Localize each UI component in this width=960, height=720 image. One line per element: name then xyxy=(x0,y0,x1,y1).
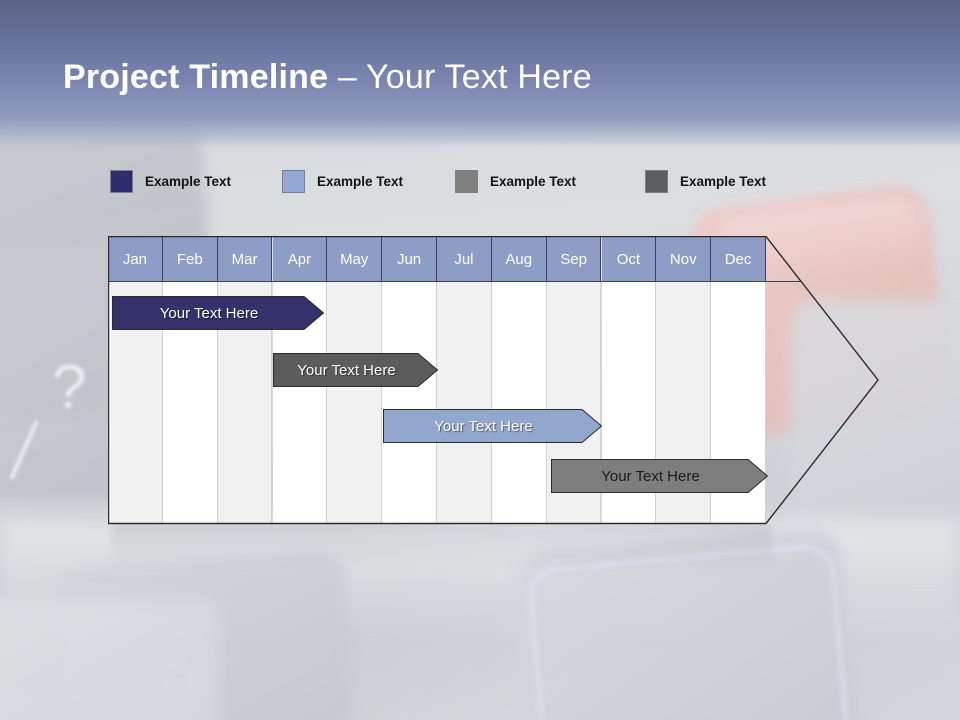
legend-label-4: Example Text xyxy=(680,173,767,189)
header-rule xyxy=(108,281,878,282)
task-bar-1[interactable]: Your Text Here xyxy=(112,296,324,330)
legend-swatch-navy-icon xyxy=(110,169,133,193)
legend: Example Text Example Text Example Text E… xyxy=(110,168,810,194)
chart-drop-shadow xyxy=(112,524,772,570)
task-bar-2[interactable]: Your Text Here xyxy=(273,353,438,387)
column-header-dec: Dec xyxy=(711,236,766,282)
column-header-feb: Feb xyxy=(162,236,218,282)
task-bar-label-4: Your Text Here xyxy=(601,467,700,485)
column-header-label: Sep xyxy=(560,250,587,268)
column-header-mar: Mar xyxy=(217,236,273,282)
legend-label-1: Example Text xyxy=(145,173,232,189)
column-header-jun: Jun xyxy=(382,236,437,282)
column-header-label: Jun xyxy=(396,250,422,268)
page-title-bold: Project Timeline xyxy=(63,58,338,96)
column-header-label: Feb xyxy=(176,250,203,268)
legend-item-2[interactable]: Example Text xyxy=(282,168,403,194)
legend-swatch-light-blue-icon xyxy=(282,169,305,193)
timeline-column-may[interactable]: May xyxy=(327,236,383,524)
column-header-label: Nov xyxy=(669,250,697,268)
timeline-column-jul[interactable]: Jul xyxy=(437,236,492,524)
column-header-aug: Aug xyxy=(491,236,547,282)
timeline-grid: Jan Feb Mar Apr May Jun Jul Aug Sep Oct Nov Dec xyxy=(108,236,878,524)
column-header-jul: Jul xyxy=(437,236,492,282)
legend-item-4[interactable]: Example Text xyxy=(645,168,766,194)
column-body-jun xyxy=(382,282,437,524)
task-bar-shape-3 xyxy=(383,409,602,443)
task-bar-label-3: Your Text Here xyxy=(434,417,533,435)
legend-label-2: Example Text xyxy=(317,173,404,189)
task-bar-3[interactable]: Your Text Here xyxy=(383,409,602,443)
column-body-may xyxy=(327,282,383,524)
timeline-arrow-chart xyxy=(108,236,880,525)
task-bar-shape-1 xyxy=(112,296,324,330)
column-header-jan: Jan xyxy=(108,236,163,282)
task-bar-label-2: Your Text Here xyxy=(297,361,396,379)
column-header-label: May xyxy=(340,250,369,268)
column-header-nov: Nov xyxy=(656,236,712,282)
legend-item-3[interactable]: Example Text xyxy=(455,168,576,194)
task-bar-4[interactable]: Your Text Here xyxy=(551,459,768,493)
page-title-light: – Your Text Here xyxy=(337,58,592,96)
title-band xyxy=(0,0,960,148)
column-header-label: Oct xyxy=(616,250,641,268)
question-mark-glyph: ? xyxy=(52,353,87,422)
task-bar-label-1: Your Text Here xyxy=(159,304,259,322)
column-body-aug xyxy=(491,282,547,524)
column-header-oct: Oct xyxy=(601,236,657,282)
column-header-label: Jul xyxy=(454,250,474,268)
column-header-apr: Apr xyxy=(272,236,328,282)
column-header-may: May xyxy=(327,236,383,282)
page-title: Project Timeline – Your Text Here xyxy=(63,58,592,97)
column-body-jul xyxy=(437,282,492,524)
timeline-arrow-outline xyxy=(108,236,879,525)
task-bar-shape-2 xyxy=(273,353,438,387)
timeline-column-aug[interactable]: Aug xyxy=(491,236,547,524)
column-header-label: Mar xyxy=(231,250,258,268)
task-bar-shape-4 xyxy=(551,459,768,493)
column-header-label: Dec xyxy=(724,250,752,268)
timeline-column-oct[interactable]: Oct xyxy=(601,236,657,524)
column-header-label: Jan xyxy=(122,250,147,268)
legend-swatch-dark-gray-icon xyxy=(645,169,668,193)
timeline-column-jun[interactable]: Jun xyxy=(382,236,437,524)
legend-swatch-mid-gray-icon xyxy=(455,169,478,193)
legend-item-1[interactable]: Example Text xyxy=(110,168,231,194)
keyboard-key-bottom-left xyxy=(0,600,220,720)
column-header-label: Aug xyxy=(505,250,533,268)
legend-label-3: Example Text xyxy=(490,173,577,189)
column-header-label: Apr xyxy=(287,250,312,268)
column-header-sep: Sep xyxy=(546,236,602,282)
